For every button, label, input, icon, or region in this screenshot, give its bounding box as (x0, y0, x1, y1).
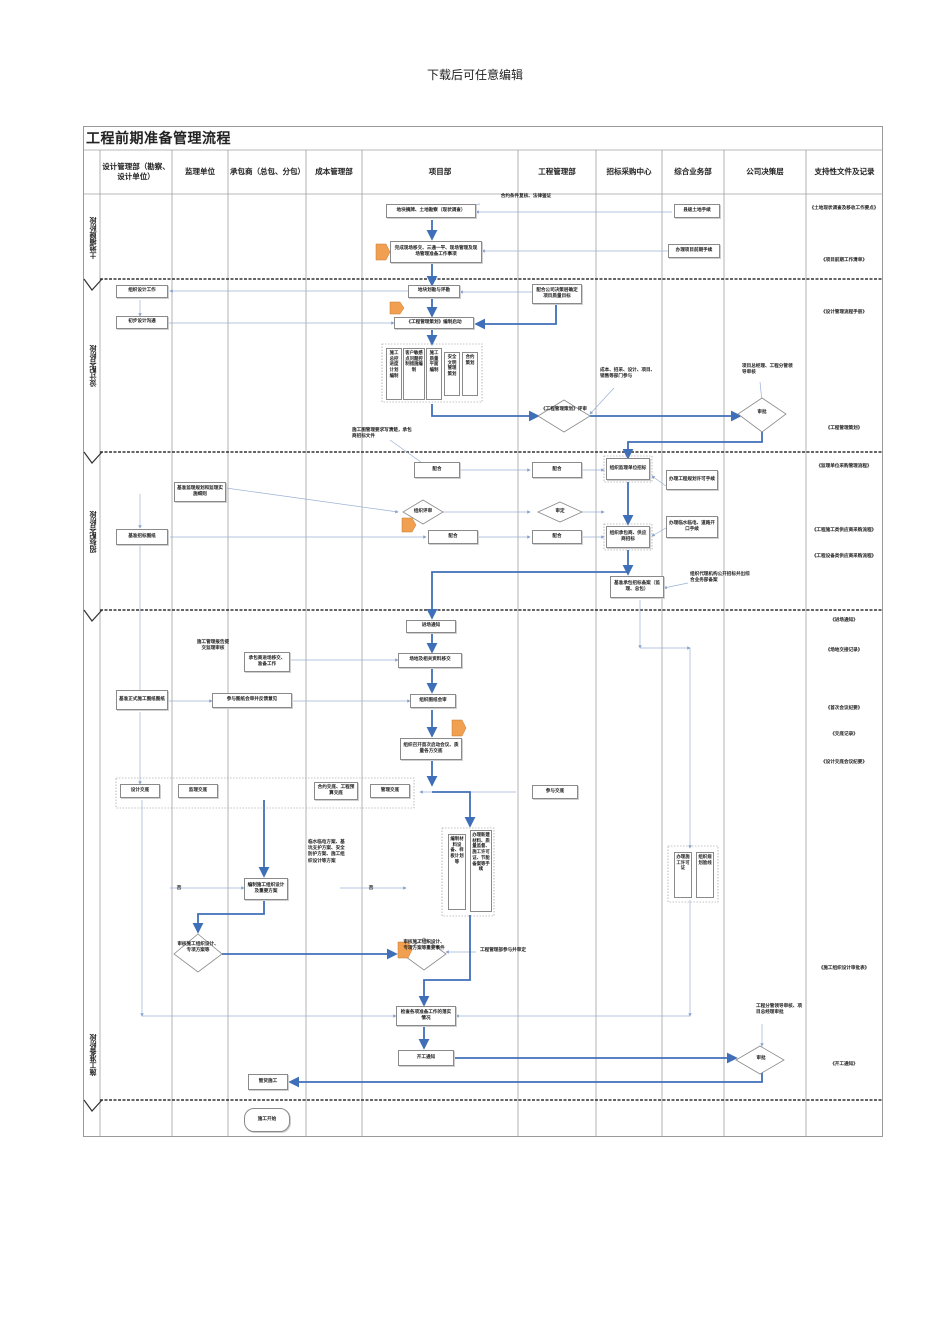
node-review-key-events[interactable]: 审核施工组织设计、专项方案等重要事件 (403, 940, 445, 951)
node-contract-plan[interactable]: 合约策划 (462, 352, 478, 396)
lane-header-docs: 支持性文件及记录 (814, 166, 875, 176)
node-plan-review[interactable]: 《工程管理策划》评审 (541, 407, 587, 412)
lane-header-decision: 公司决策层 (746, 166, 784, 176)
node-planning-check[interactable]: 组织规划验线 (696, 852, 714, 898)
node-approval-2[interactable]: 审批 (756, 1056, 766, 1061)
lane-header-design: 设计管理部（勘察、设计单位） (102, 161, 170, 181)
flowchart-title: 工程前期准备管理流程 (86, 131, 231, 147)
doc-first-meeting-minutes: 《首次会议纪要》 (825, 706, 863, 711)
node-preliminary-formalities[interactable]: 办理项目前期手续 (668, 244, 720, 258)
doc-start-notice: 《开工通知》 (830, 1062, 858, 1067)
doc-preliminary-checklist: 《项目前期工作清单》 (821, 258, 867, 263)
node-check-readiness[interactable]: 检查各项准备工作的落实情况 (396, 1006, 456, 1026)
doc-design-manual: 《设计管理流程手册》 (821, 310, 867, 315)
node-bid-docs: 施工图管理要求写清楚，承包商招标文件 (352, 428, 412, 440)
doc-briefing-record: 《交底记录》 (830, 732, 858, 737)
node-site-survey[interactable]: 地块划勘与评勘 (408, 285, 460, 298)
node-assist-4[interactable]: 配合 (532, 530, 582, 544)
doc-design-briefing-minutes: 《设计交底会议纪要》 (821, 760, 867, 765)
node-drawing-review[interactable]: 组织图纸会审 (410, 694, 456, 708)
node-site-handover[interactable]: 完成现场移交、三通一平、现场管理及现场管理准备工作事项 (390, 241, 482, 263)
node-start-notice[interactable]: 开工通知 (398, 1050, 454, 1066)
node-kickoff-meeting[interactable]: 组织召开首次启动会议、质量各方交底 (400, 738, 462, 760)
node-organize-review[interactable]: 组织评审 (413, 509, 433, 514)
node-quality-target[interactable]: 配合公司决策层确定项目质量目标 (532, 284, 582, 304)
node-planning-permit[interactable]: 办理工程规划许可手续 (666, 470, 718, 490)
node-schedule-plan[interactable]: 施工总控进度计划编制 (386, 348, 402, 400)
node-join-briefing[interactable]: 参与交底 (532, 785, 578, 799)
doc-org-design-approval: 《施工组织设计审批表》 (818, 966, 870, 971)
node-supervision-briefing[interactable]: 监理交底 (178, 784, 218, 798)
doc-equipment-procurement: 《工程设备类供应商采购流程》 (811, 554, 877, 559)
node-no-1: 否 (176, 886, 182, 891)
lane-header-procurement: 招标采购中心 (606, 166, 652, 176)
node-data-handover[interactable]: 场地及相关资料移交 (398, 653, 462, 668)
node-no-2: 否 (368, 886, 374, 891)
node-material-plan[interactable]: 编制材料设备、样板计划等 (448, 834, 466, 910)
node-assist-3[interactable]: 配合 (428, 530, 478, 544)
node-preliminary-design[interactable]: 初步设计沟通 (116, 316, 168, 329)
node-organize-design[interactable]: 组织设计工作 (116, 285, 168, 298)
node-assist-2[interactable]: 配合 (532, 462, 582, 478)
node-assist-1[interactable]: 配合 (414, 462, 460, 478)
node-customer-control[interactable]: 客户敏感点问题控制措施编制 (403, 348, 425, 400)
node-bid-filing[interactable]: 基准承包招标备案（监理、总包） (610, 576, 664, 598)
lane-header-project: 项目部 (428, 166, 452, 176)
node-land-acquisition[interactable]: 地块摘牌、土地勘察（现状调查） (386, 204, 476, 218)
node-departments-participate: 成本、招采、设计、项目、销售等部门参与 (600, 368, 656, 380)
node-review-org-design[interactable]: 审核施工组织设计、专项方案等 (177, 942, 219, 953)
node-construction-permit[interactable]: 办理施工许可证 (674, 852, 692, 898)
doc-land-survey: 《土地现状调查及移收工作要点》 (809, 206, 879, 211)
header-note: 下载后可任意编辑 (426, 68, 523, 82)
lane-header-general: 综合业务部 (674, 166, 712, 176)
node-quality-layout[interactable]: 施工质量平面编制 (426, 348, 442, 400)
node-engineering-approve: 工程管理部参与并审定 (480, 948, 526, 953)
node-plan-startup[interactable]: 《工程管理策划》编制启动 (394, 317, 474, 329)
node-land-formalities[interactable]: 县级土地手续 (674, 204, 720, 218)
node-contract-briefing[interactable]: 合约交底、工程预算交底 (314, 782, 358, 800)
node-leader-approval: 工程分管领导审核、项目总经理审批 (756, 1004, 802, 1016)
node-management-briefing[interactable]: 管理交底 (370, 784, 410, 798)
node-construction-org-design[interactable]: 编制施工组织设计及重要方案 (244, 878, 288, 900)
node-entry-notice[interactable]: 进场通知 (406, 620, 456, 633)
node-construction-start[interactable]: 施工开始 (244, 1108, 290, 1132)
node-drawing-review-feedback[interactable]: 参与图纸会审并反馈意见 (212, 693, 292, 708)
lane-header-supervisor: 监理单位 (185, 166, 215, 176)
node-safety-plan[interactable]: 安全文明管理策划 (444, 352, 460, 396)
node-mgmt-report: 施工管理报告提交监理审核 (196, 640, 230, 652)
node-contractor-entry[interactable]: 承包商进场移交、准备工作 (244, 652, 290, 672)
doc-construction-procurement: 《工程施工类供应商采购流程》 (811, 528, 877, 533)
node-agency-bid: 组织代理机构公开招标并出综合业务部备案 (690, 572, 750, 584)
node-formal-drawings[interactable]: 基准正式施工图纸图纸 (116, 690, 168, 710)
node-special-plans: 临水临电方案、基坑支护方案、安全防护方案、施工组织设计等方案 (308, 840, 345, 864)
node-quality-supervision[interactable]: 办理新建材料、质量监督、施工许可证、节能备案等手续 (470, 830, 492, 912)
node-design-briefing[interactable]: 设计交底 (120, 784, 160, 798)
node-utility-permit[interactable]: 办理临水临电、道路开口手续 (666, 516, 718, 538)
node-contract-review: 合约条件复核、法律鉴证 (500, 194, 552, 199)
node-approval-1[interactable]: 审批 (757, 410, 767, 415)
lane-header-engineering: 工程管理部 (538, 166, 576, 176)
lane-header-cost: 成本管理部 (315, 166, 353, 176)
node-leader-review: 项目总经理、工程分管领导审核 (742, 364, 793, 376)
doc-entry-notice: 《进场通知》 (830, 618, 858, 623)
lane-header-contractor: 承包商（总包、分包） (230, 166, 305, 176)
node-bid-drawings[interactable]: 基准招标图纸 (116, 529, 168, 545)
doc-engineering-plan: 《工程管理策划》 (825, 426, 863, 431)
node-supervisor-bid[interactable]: 组织监理单位招标 (606, 458, 650, 480)
node-finalize[interactable]: 审定 (555, 509, 565, 514)
node-suspend-construction[interactable]: 暂货施工 (248, 1074, 288, 1090)
node-contractor-bid[interactable]: 组织承包商、供应商招标 (606, 526, 650, 548)
doc-site-handover-record: 《场地交接记录》 (825, 648, 863, 653)
doc-supervisor-procurement: 《监理单位采购管理流程》 (816, 464, 872, 469)
flowchart-frame (83, 126, 883, 1137)
node-supervision-plan[interactable]: 基准监理规划和监理实施细则 (174, 482, 226, 502)
